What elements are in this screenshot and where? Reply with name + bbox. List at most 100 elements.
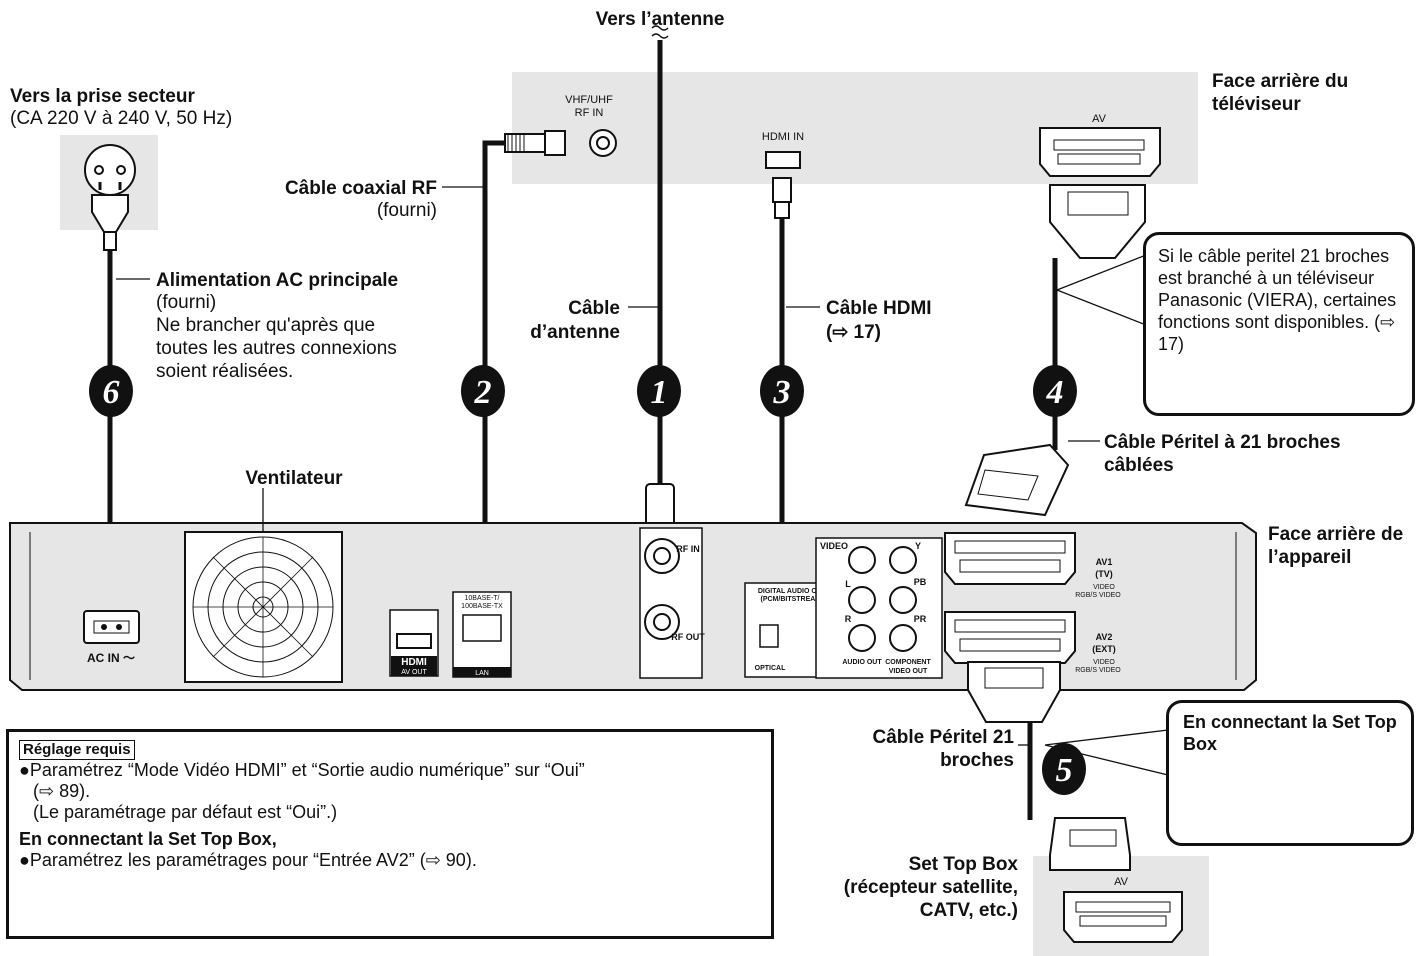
hdmi-cable-label-2: (⇨ 17) — [826, 322, 881, 343]
scart-plug-lower-icon — [964, 443, 1070, 517]
scart-plug-stb-icon — [1049, 817, 1131, 871]
audio-r-jack-icon — [848, 624, 876, 652]
scart-plug-tv-icon — [1049, 184, 1146, 259]
antenna-cable-label-2: d’antenne — [530, 322, 620, 343]
tv-rf-in-jack-icon — [589, 129, 617, 157]
mains-spec: (CA 220 V à 240 V, 50 Hz) — [10, 108, 232, 129]
audio-r-label: R — [845, 614, 852, 624]
tv-rear-label-1: Face arrière du — [1212, 71, 1348, 92]
hdmi-av-out-label: AV OUT — [401, 669, 427, 676]
ac-note-4: soient réalisées. — [156, 361, 293, 382]
pb-jack-icon — [889, 586, 917, 614]
lan-label-1: 10BASE-T/ — [464, 595, 499, 602]
digital-audio-label-1: DIGITAL AUDIO OUT — [758, 588, 827, 595]
ac-note-1: (fourni) — [156, 292, 216, 313]
pb-label: PB — [914, 577, 927, 587]
av2-sub-label: (EXT) — [1092, 644, 1116, 654]
fan-grille-icon — [184, 531, 343, 683]
rf-cable-note: (fourni) — [377, 200, 437, 221]
av2-label: AV2 — [1096, 632, 1113, 642]
stb-av-label: AV — [1114, 876, 1129, 888]
lan-port-icon — [462, 614, 502, 642]
scart-wired-label-1: Câble Péritel à 21 broches — [1104, 432, 1341, 453]
settings-subheader: En connectant la Set Top Box, — [19, 829, 277, 849]
scart5-label-1: Câble Péritel 21 — [872, 727, 1014, 748]
number-badge-1: 1 — [637, 365, 681, 417]
viera-callout-text: Si le câble peritel 21 broches est branc… — [1158, 246, 1397, 354]
number-badge-6: 6 — [89, 365, 133, 417]
viera-callout-pointer — [1056, 254, 1147, 326]
wall-socket-icon — [60, 135, 158, 251]
svg-text:3: 3 — [773, 374, 791, 411]
audio-l-label: L — [845, 579, 851, 589]
stb-label-3: CATV, etc.) — [920, 900, 1018, 921]
audio-l-jack-icon — [848, 586, 876, 614]
lan-label-2: 100BASE-TX — [461, 603, 503, 610]
y-jack-icon — [889, 546, 917, 574]
antenna-wave-icon — [651, 25, 669, 39]
svg-text:5: 5 — [1056, 752, 1073, 789]
mains-title: Vers la prise secteur — [10, 86, 195, 107]
hdmi-cable-label-1: Câble HDMI — [826, 298, 932, 319]
settings-line-1: ●Paramétrez “Mode Vidéo HDMI” et “Sortie… — [19, 760, 585, 780]
rf-in-label: RF IN — [676, 544, 700, 554]
fan-label: Ventilateur — [245, 468, 343, 489]
antenna-top-label: Vers l’antenne — [596, 9, 725, 30]
rf-coax-plug-top-icon — [504, 130, 566, 156]
tv-hdmi-port-icon — [765, 151, 801, 169]
ac-note-2: Ne brancher qu'après que — [156, 315, 375, 336]
svg-text:6: 6 — [103, 374, 120, 411]
optical-label: OPTICAL — [755, 665, 786, 672]
antenna-cable-label-1: Câble — [568, 298, 620, 319]
av1-rgbs-label: RGB/S VIDEO — [1075, 592, 1121, 599]
tv-rear-label-2: téléviseur — [1212, 94, 1301, 115]
hdmi-out-port-icon — [396, 633, 432, 649]
unit-rear-label-2: l’appareil — [1268, 547, 1351, 568]
ac-in-label: AC IN ～ — [87, 651, 135, 665]
stb-scart-port-icon — [1063, 891, 1183, 943]
tv-hdmi-in-label: HDMI IN — [762, 131, 804, 143]
av1-video-label: VIDEO — [1093, 584, 1115, 591]
lan-label-box — [453, 667, 511, 677]
ac-main-label: Alimentation AC principale — [156, 270, 398, 291]
av1-label: AV1 — [1096, 557, 1113, 567]
number-badge-4: 4 — [1033, 365, 1077, 417]
pr-label: PR — [914, 614, 927, 624]
stb-label-1: Set Top Box — [909, 854, 1019, 875]
audio-out-label: AUDIO OUT — [842, 659, 882, 666]
stb-callout-pointer — [1044, 729, 1169, 776]
settings-box: Réglage requis ●Paramétrez “Mode Vidéo H… — [6, 729, 774, 939]
number-badge-5: 5 — [1042, 743, 1086, 795]
optical-port-icon — [759, 624, 779, 648]
ac-note-3: toutes les autres connexions — [156, 338, 397, 359]
av2-scart-port-icon — [944, 611, 1076, 664]
tv-rfin-label: RF IN — [575, 107, 604, 119]
rf-cable-label: Câble coaxial RF — [285, 178, 437, 199]
stb-connect-callout-text: En connectant la Set Top Box — [1183, 712, 1397, 754]
av1-scart-port-icon — [944, 532, 1076, 585]
hdmi-plug-top-icon — [772, 177, 792, 219]
hdmi-logo-box — [391, 656, 437, 676]
settings-line-4: ●Paramétrez les paramétrages pour “Entré… — [19, 850, 477, 870]
scart-plug-av2-icon — [967, 661, 1061, 723]
scart-wired-label-2: câblées — [1104, 455, 1174, 476]
hdmi-logo: HDMI — [401, 657, 427, 668]
settings-line-3: (Le paramétrage par défaut est “Oui”.) — [33, 802, 338, 822]
stb-label-2: (récepteur satellite, — [844, 877, 1018, 898]
video-label: VIDEO — [820, 541, 848, 551]
viera-callout: Si le câble peritel 21 broches est branc… — [1143, 232, 1415, 416]
lan-label-3: LAN — [475, 670, 489, 677]
rf-out-label: RF OUT — [671, 632, 705, 642]
ac-in-port-icon — [83, 610, 140, 644]
tv-av-label: AV — [1092, 113, 1107, 125]
stb-connect-callout: En connectant la Set Top Box — [1166, 700, 1414, 846]
tv-vhf-label: VHF/UHF — [565, 94, 613, 106]
settings-line-2: (⇨ 89). — [33, 781, 91, 801]
rf-in-jack-icon — [644, 538, 680, 574]
rf-out-jack-icon — [644, 604, 680, 640]
tv-scart-port-icon — [1039, 127, 1161, 177]
svg-text:2: 2 — [474, 374, 492, 411]
settings-header: Réglage requis — [19, 740, 135, 760]
av1-sub-label: (TV) — [1095, 569, 1113, 579]
